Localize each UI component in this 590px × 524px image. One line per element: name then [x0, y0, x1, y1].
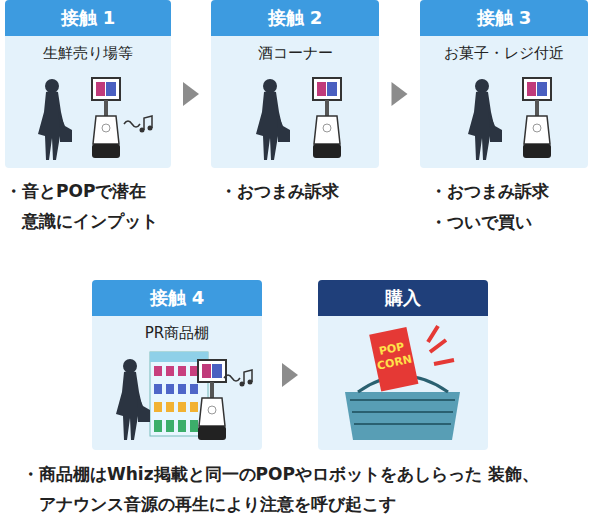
- connector-line: [262, 375, 318, 376]
- card-subtitle: 酒コーナー: [211, 44, 379, 63]
- card-subtitle: PR商品棚: [92, 324, 262, 343]
- card-subtitle: 生鮮売り場等: [5, 44, 171, 63]
- bullet-note: ・ついで買い: [430, 207, 590, 237]
- bullet-note: ・音とPOPで潜在 意識にインプット: [5, 176, 192, 236]
- card-heading: 接触 4: [92, 280, 262, 316]
- bullet-note: ・おつまみ訴求: [220, 176, 407, 206]
- flow-arrow: [171, 82, 211, 106]
- arrow-head: [392, 82, 408, 106]
- flow-arrow: [262, 363, 318, 387]
- arrow-head: [183, 82, 199, 106]
- card-heading: 購入: [318, 280, 488, 316]
- arrow-head: [282, 363, 298, 387]
- step-card: 接触 1 生鮮売り場等: [5, 0, 171, 168]
- flow-arrow: [379, 82, 420, 106]
- step-card: 接触 4 PR商品棚: [92, 280, 262, 450]
- bullet-note: ・おつまみ訴求: [430, 176, 590, 206]
- connector-line: [379, 94, 420, 95]
- step-card: 接触 3 お菓子・レジ付近: [420, 0, 588, 168]
- step-card: 接触 2 酒コーナー: [211, 0, 379, 168]
- card-heading: 接触 2: [211, 0, 379, 36]
- step-card: 購入: [318, 280, 488, 450]
- bullet-note: ・商品棚はWhiz掲載と同一のPOPやロボットをあしらった 装飾、アナウンス音源…: [22, 459, 589, 519]
- card-heading: 接触 3: [420, 0, 588, 36]
- card-heading: 接触 1: [5, 0, 171, 36]
- connector-line: [171, 94, 211, 95]
- card-subtitle: お菓子・レジ付近: [420, 44, 588, 63]
